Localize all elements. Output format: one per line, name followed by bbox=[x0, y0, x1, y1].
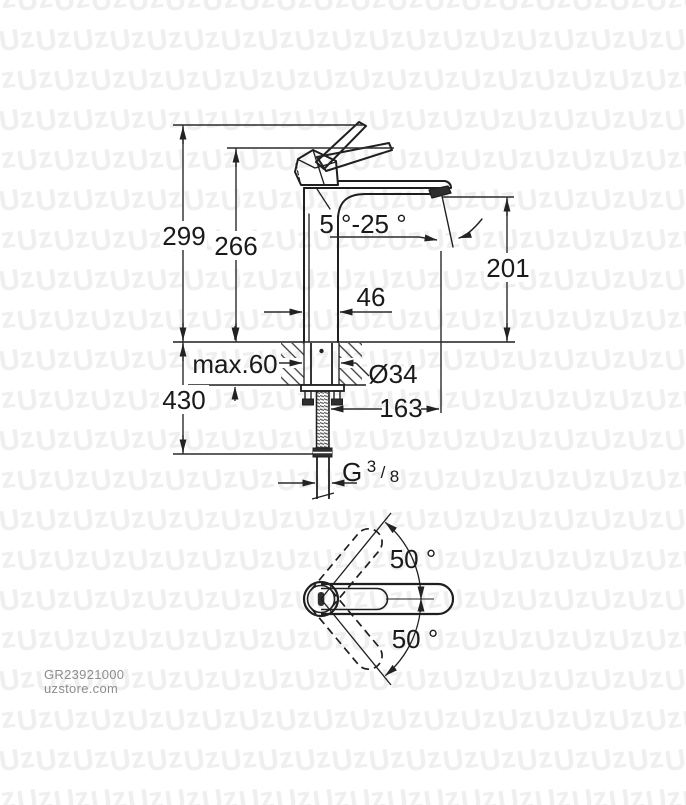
dimension-lines bbox=[173, 124, 514, 487]
thread-letter: G bbox=[342, 457, 362, 487]
fixing-flange bbox=[300, 384, 345, 392]
spout-underside bbox=[337, 193, 431, 219]
fixing-nut-right bbox=[331, 398, 343, 406]
handle-swivel-down-outline bbox=[310, 589, 383, 671]
shank-center-dot bbox=[319, 348, 324, 354]
dim-thread-size: G 3 / 8 bbox=[342, 457, 399, 487]
dim-height-to-lever: 266 bbox=[214, 231, 257, 261]
product-code: GR23921000 bbox=[44, 667, 125, 682]
lever-raised bbox=[315, 121, 367, 170]
dim-mounting-hole-diameter: Ø34 bbox=[368, 359, 417, 389]
thread-denominator: 8 bbox=[390, 467, 399, 486]
dim-below-deck-length: 430 bbox=[162, 385, 205, 415]
dim-spout-projection: 163 bbox=[379, 393, 422, 423]
dim-handle-swivel-down: 50 ° bbox=[392, 624, 439, 654]
dimension-labels: 299 266 5 °-25 ° 201 46 max.60 Ø34 430 1… bbox=[162, 209, 529, 654]
handle-dome bbox=[294, 149, 339, 186]
dim-handle-swivel-up: 50 ° bbox=[390, 544, 437, 574]
dim-spout-outlet-height: 201 bbox=[486, 253, 529, 283]
stream-line bbox=[441, 195, 454, 248]
thread-slash: / bbox=[381, 463, 386, 482]
handle-pivot-outer bbox=[302, 580, 340, 618]
supply-connection bbox=[300, 384, 345, 500]
handle-swivel-up-outline bbox=[310, 527, 383, 609]
tube-break-mark bbox=[311, 492, 335, 500]
footer-info: GR23921000 uzstore.com bbox=[44, 668, 124, 696]
dim-max-deck-thickness: max.60 bbox=[192, 349, 277, 379]
bottom-view-handle bbox=[302, 512, 455, 686]
fixing-nut-left bbox=[302, 398, 314, 406]
thread-numerator: 3 bbox=[367, 457, 376, 476]
dim-total-height: 299 bbox=[162, 221, 205, 251]
stream-angle-arrow bbox=[458, 218, 483, 239]
handle-pivot-inner bbox=[306, 584, 336, 614]
label-backgrounds bbox=[159, 221, 531, 414]
handle-top-view bbox=[321, 582, 455, 616]
threaded-shank bbox=[315, 390, 330, 449]
dim-spout-angle-range: 5 °-25 ° bbox=[319, 209, 406, 239]
dim-body-diameter: 46 bbox=[357, 282, 386, 312]
aerator bbox=[428, 185, 452, 199]
website-name: uzstore.com bbox=[44, 681, 119, 696]
